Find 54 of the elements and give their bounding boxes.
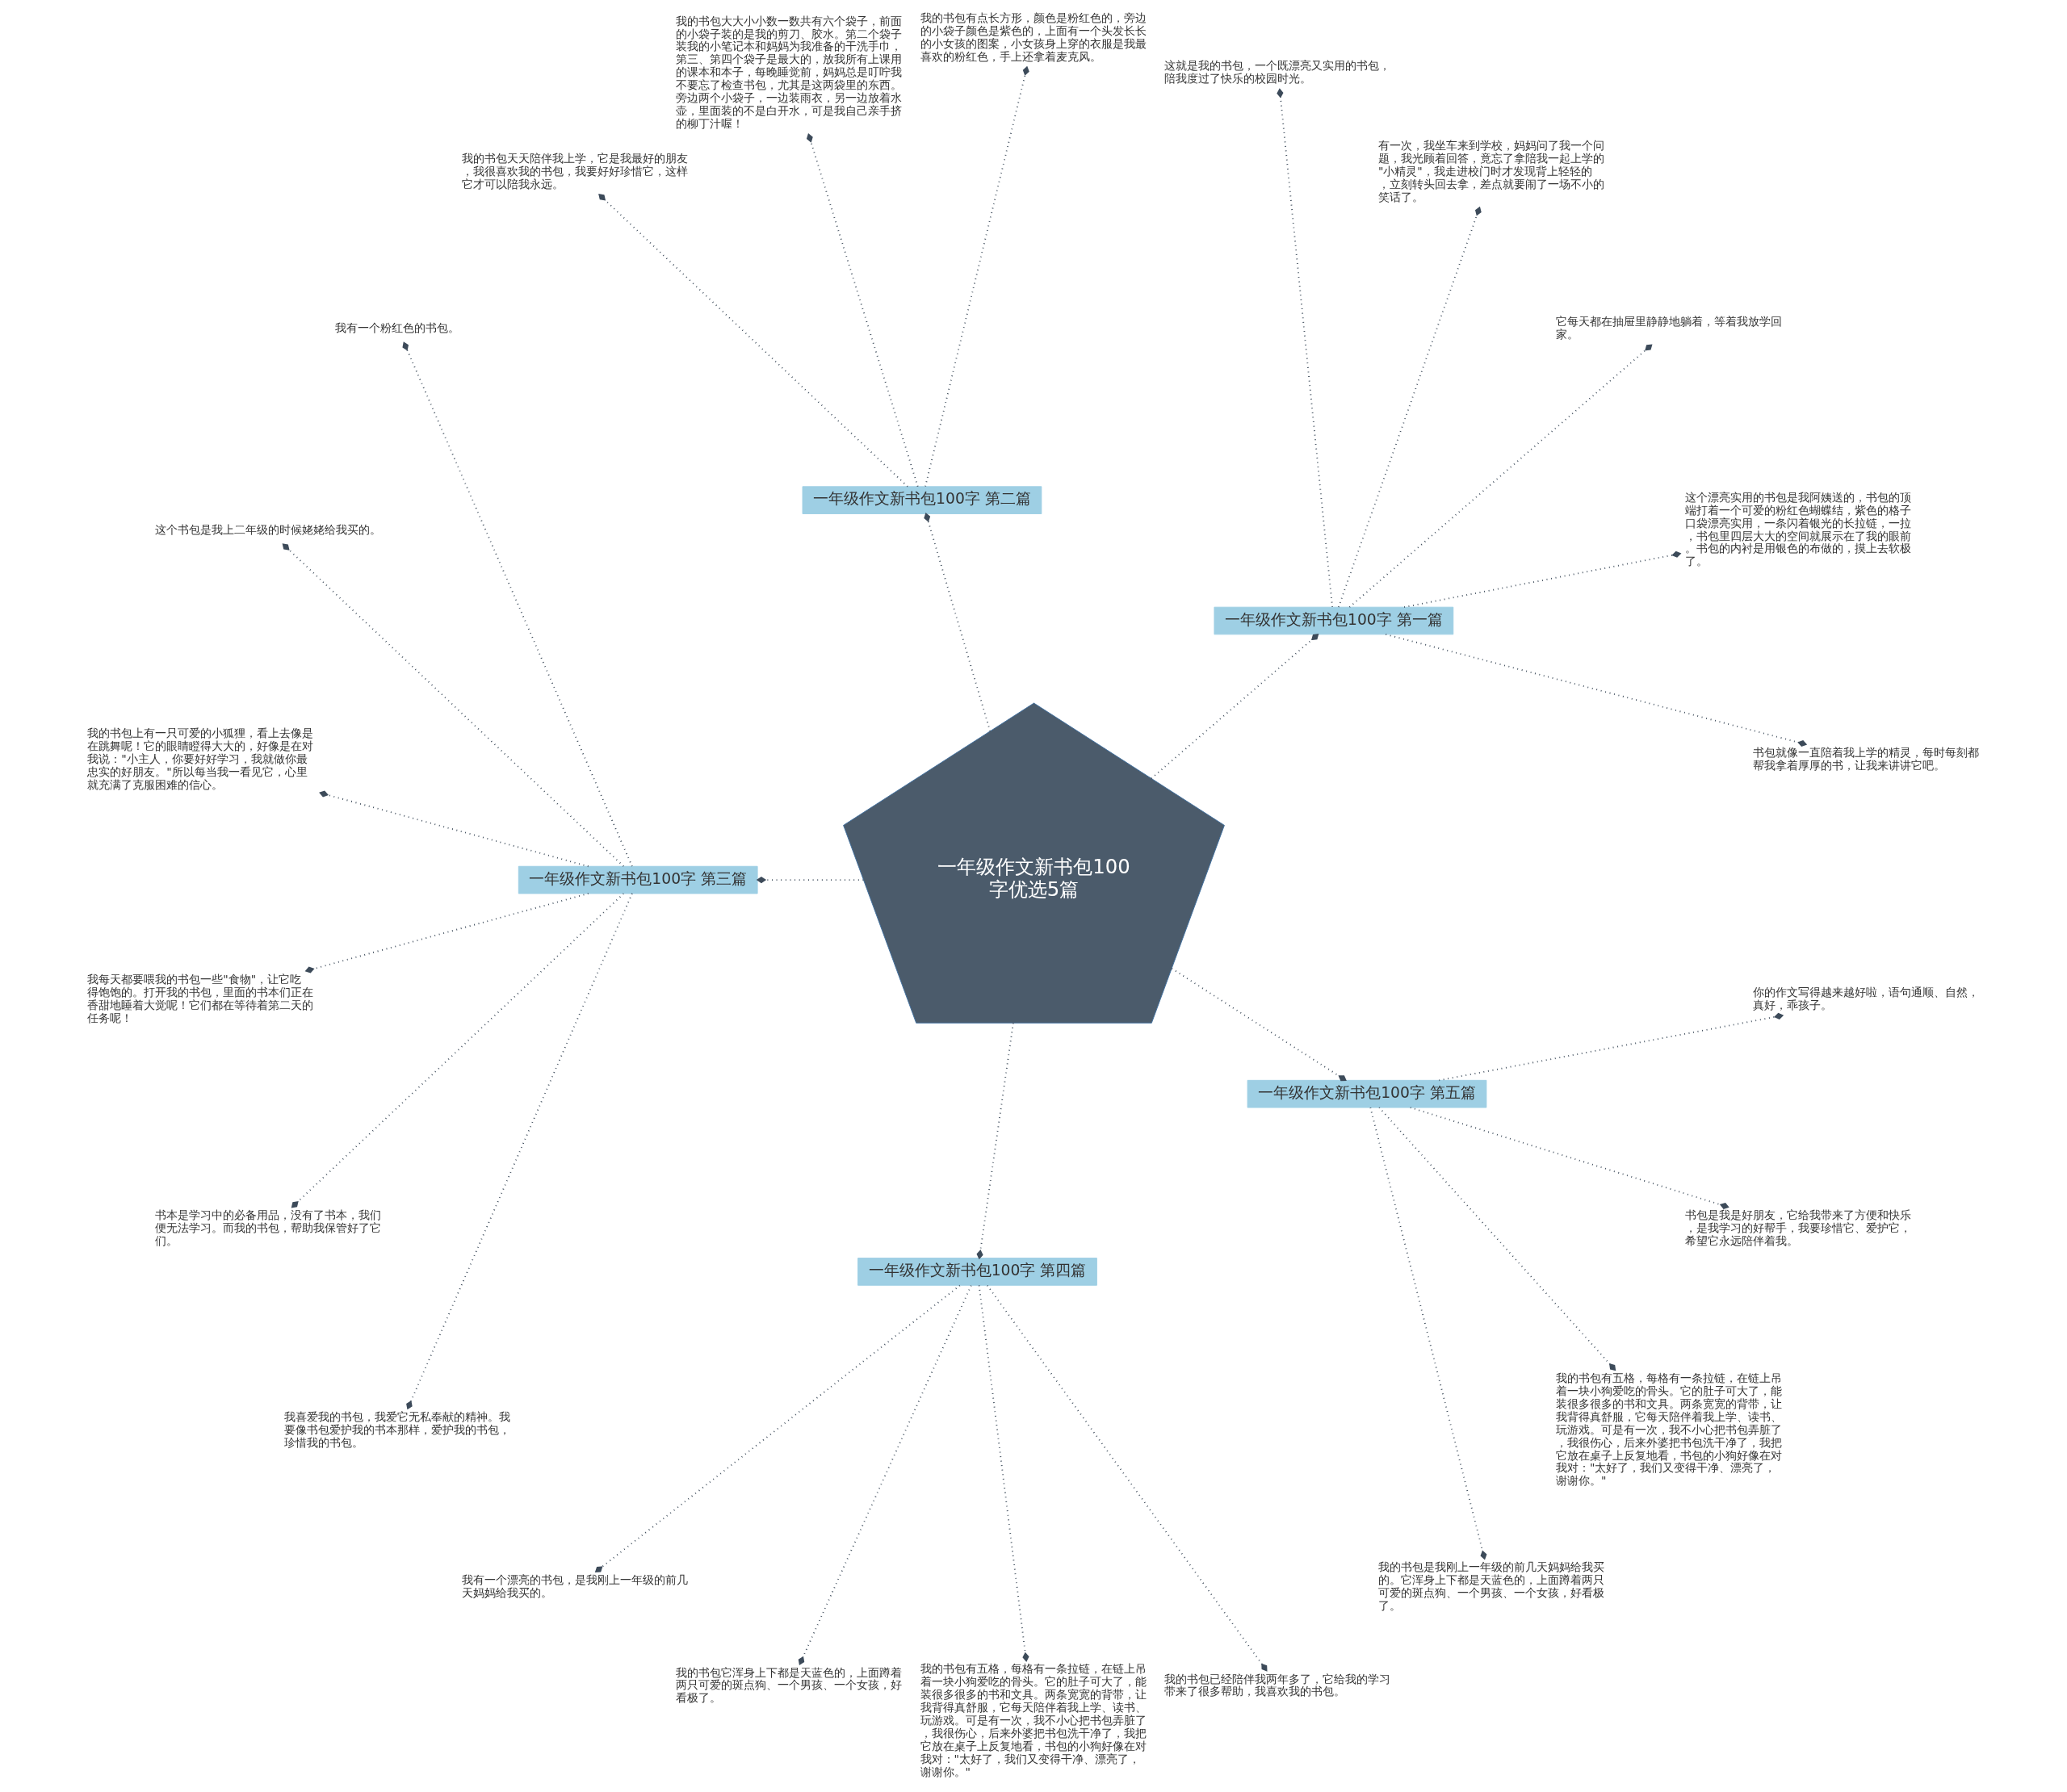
connector <box>282 543 624 868</box>
node-text: 我的书包已经陪伴我两年多了，它给我的学习带来了很多帮助，我喜欢我的书包。 <box>1163 1672 1390 1698</box>
node-box: 一年级作文新书包100字 第二篇 <box>802 486 1042 514</box>
connector <box>405 893 633 1410</box>
node-text: 这个漂亮实用的书包是我阿姨送的，书包的顶端打着一个可爱的粉红色蝴蝶结，紫色的格子口袋漂亮实用，一条闪着银光的长拉链，一拉，书包里四层大大的空间就展示在了我的眼前。书包的内衬是用银色的布做的，摸上去软极了。 <box>1684 490 1911 568</box>
node-text: 你的作文写得越来越好啦，语句通顺、自然，真好，乖孩子。 <box>1752 985 1979 1011</box>
node-text: 这就是我的书包，一个既漂亮又实用的书包，陪我度过了快乐的校园时光。 <box>1163 59 1390 86</box>
connector <box>1337 206 1482 609</box>
node-text: 我的书包有五格，每格有一条拉链，在链上吊着一块小狗爱吃的骨头。它的肚子可大了，能装很多很多的书和文具。两条宽宽的背带，让我背得真舒服，它每天陪伴着我上学、读书、玩游戏。可是有一次，我不小心把书包弄脏了，我很伤心，后来外婆把书包洗干净了，我把它放在桌子上反复地看，书包的小狗好像在对我对："太好了，我们又变得干净、漂亮了，谢谢你。" <box>920 1662 1147 1778</box>
node-box: 一年级作文新书包100字 第五篇 <box>1247 1079 1486 1108</box>
node-text: 我每天都要喂我的书包一些"食物"，让它吃得饱饱的。打开我的书包，里面的书本们正在香甜地睡着大觉呢！它们都在等待着第二天的任务呢！ <box>86 972 313 1024</box>
node-text: 我有一个漂亮的书包，是我刚上一年级的前几天妈妈给我买的。 <box>461 1572 688 1599</box>
node-text: 我的书包有点长方形，颜色是粉红色的，旁边的小袋子颜色是紫色的，上面有一个头发长长的小女孩的图案，小女孩身上穿的衣服是我最喜欢的粉红色，手上还拿着麦克风。 <box>920 10 1147 63</box>
connector <box>798 1284 972 1665</box>
connector <box>1150 634 1319 780</box>
node-box: 一年级作文新书包100字 第一篇 <box>1214 606 1453 635</box>
node-text: 书包就像一直陪着我上学的精灵，每时每刻都帮我拿着厚厚的书，让我来讲讲它吧。 <box>1752 746 1979 772</box>
connector <box>978 1284 1029 1662</box>
connector <box>594 1284 961 1572</box>
node-text: 有一次，我坐车来到学校，妈妈问了我一个问题，我光顾着回答，竟忘了拿陪我一起上学的"小精灵"，我走进校门时才发现背上轻轻的，立刻转头回去拿，差点就要闹了一场不小的笑话了。 <box>1377 139 1604 203</box>
connector <box>976 1022 1014 1260</box>
connector <box>1377 1107 1616 1371</box>
node-text: 我的书包是我刚上一年级的前几天妈妈给我买的。它浑身上下都是天蓝色的，上面蹲着两只可爱的斑点狗、一个男孩、一个女孩，好看极了。 <box>1377 1560 1604 1612</box>
node-text: 我的书包大大小小数一数共有六个袋子，前面的小袋子装的是我的剪刀、胶水。第二个袋子装我的小笔记本和妈妈为我准备的干洗手巾，第三、第四个袋子是最大的，放我所有上课用的课本和本子，每晚睡觉前，妈妈总是叮咛我不要忘了检查书包，尤其是这两袋里的东西。旁边两个小袋子，一边装雨衣，另一边放着水壶，里面装的不是白开水，可是我自己亲手挤的柳丁汁喔！ <box>675 14 902 130</box>
node-text: 它每天都在抽屉里静静地躺着，等着我放学回家。 <box>1555 315 1782 341</box>
connector <box>1384 633 1807 747</box>
connector <box>597 194 908 488</box>
connector <box>1437 1012 1784 1082</box>
connector <box>756 877 864 884</box>
connector <box>1409 1107 1729 1209</box>
node-text: 我的书包它浑身上下都是天蓝色的，上面蹲着两只可爱的斑点狗、一个男孩、一个女孩，好看极了。 <box>675 1665 902 1705</box>
connector <box>1348 344 1652 608</box>
node-text: 我的书包有五格，每格有一条拉链，在链上吊着一块小狗爱吃的骨头。它的肚子可大了，能装很多很多的书和文具。两条宽宽的背带，让我背得真舒服，它每天陪伴着我上学、读书、玩游戏。可是有一次，我不小心把书包弄脏了，我很伤心，后来外婆把书包洗干净了，我把它放在桌子上反复地看，书包的小狗好像在对我对："太好了，我们又变得干净、漂亮了，谢谢你。" <box>1555 1371 1782 1488</box>
node-text: 我喜爱我的书包，我爱它无私奉献的精神。我要像书包爱护我的书本那样，爱护我的书包，珍惜我的书包。 <box>283 1409 510 1449</box>
connector <box>1276 88 1333 608</box>
node-box: 一年级作文新书包100字 第四篇 <box>857 1258 1097 1286</box>
connector <box>986 1284 1267 1672</box>
connector <box>806 132 919 488</box>
connector <box>1369 1107 1486 1560</box>
connector <box>291 893 624 1208</box>
connector <box>304 893 589 973</box>
connector <box>1402 551 1681 609</box>
connector <box>1170 967 1347 1082</box>
node-text: 书包是我是好朋友，它给我带来了方便和快乐，是我学习的好帮手，我要珍惜它、爱护它，希望它永远陪伴着我。 <box>1684 1208 1911 1248</box>
connector <box>923 513 991 732</box>
node-box: 一年级作文新书包100字 第三篇 <box>518 865 758 894</box>
node-text: 书本是学习中的必备用品，没有了书本，我们便无法学习。而我的书包，帮助我保管好了它们。 <box>154 1208 381 1248</box>
connector <box>401 341 633 868</box>
node-text: 我的书包上有一只可爱的小狐狸，看上去像是在跳舞呢！它的眼睛瞪得大大的，好像是在对我说："小主人，你要好好学习，我就做你最忠实的好朋友。"所以每当我一看见它，心里就充满了克服困难的信心。 <box>86 726 313 791</box>
node-text: 我的书包天天陪伴我上学，它是我最好的朋友，我很喜欢我的书包，我要好好珍惜它，这样它才可以陪我永远。 <box>461 151 688 191</box>
node-text: 这个书包是我上二年级的时候姥姥给我买的。 <box>154 522 381 536</box>
connector <box>924 65 1029 488</box>
node-text: 我有一个粉红色的书包。 <box>334 321 459 335</box>
connector <box>318 790 589 868</box>
